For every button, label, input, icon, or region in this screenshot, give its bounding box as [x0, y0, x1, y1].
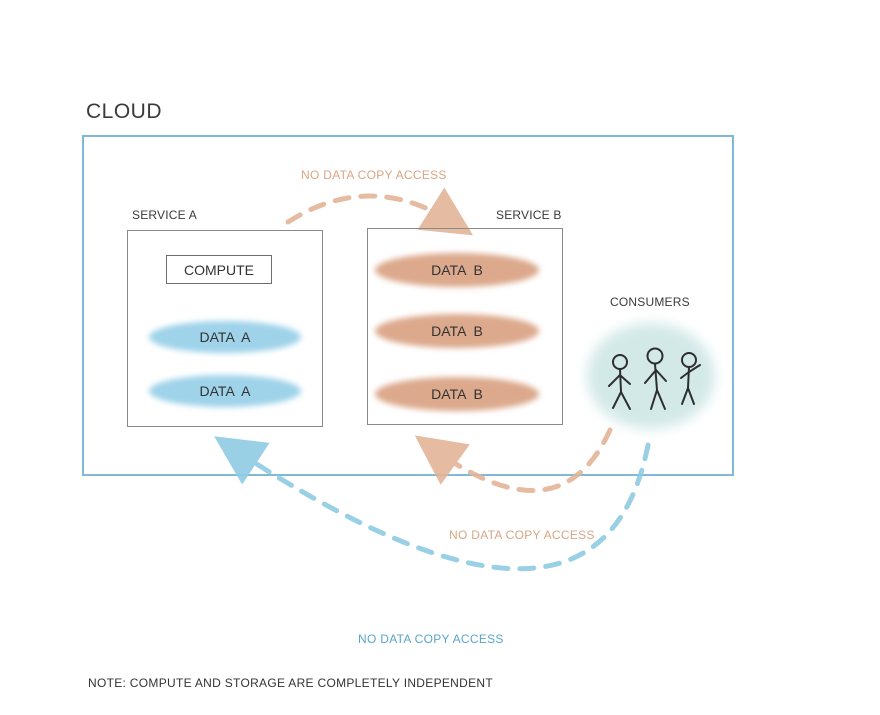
data-a-blob-2	[149, 375, 301, 407]
consumer-figure-3	[680, 352, 701, 405]
data-b-blob-1	[375, 253, 539, 287]
consumer-figure-2	[644, 347, 667, 410]
data-b-label: DATA B	[431, 262, 483, 278]
data-a-blob-1	[149, 321, 301, 353]
service-b-box	[367, 228, 563, 425]
bottom-access-label: NO DATA COPY ACCESS	[358, 632, 504, 646]
data-a-label: DATA A	[199, 329, 251, 345]
top-access-arrow	[285, 187, 474, 236]
data-b-blob-3	[375, 377, 539, 411]
data-a-label: DATA A	[199, 383, 251, 399]
footer-note: NOTE: COMPUTE AND STORAGE ARE COMPLETELY…	[88, 676, 494, 690]
data-b-blob-2	[375, 314, 539, 348]
data-b-label: DATA B	[431, 386, 483, 402]
cloud-title: CLOUD	[86, 100, 163, 123]
service-a-label: SERVICE A	[132, 208, 197, 222]
consumers-label: CONSUMERS	[610, 295, 690, 309]
top-access-label: NO DATA COPY ACCESS	[301, 168, 447, 182]
service-b-label: SERVICE B	[496, 208, 562, 222]
service-a-box	[127, 230, 323, 427]
middle-access-label: NO DATA COPY ACCESS	[449, 528, 595, 542]
data-b-label: DATA B	[431, 323, 483, 339]
compute-box: COMPUTE	[166, 255, 272, 284]
middle-access-arrow	[414, 427, 613, 493]
bottom-access-arrow	[214, 436, 651, 572]
consumer-figure-1	[608, 354, 631, 410]
cloud-boundary	[82, 135, 734, 476]
